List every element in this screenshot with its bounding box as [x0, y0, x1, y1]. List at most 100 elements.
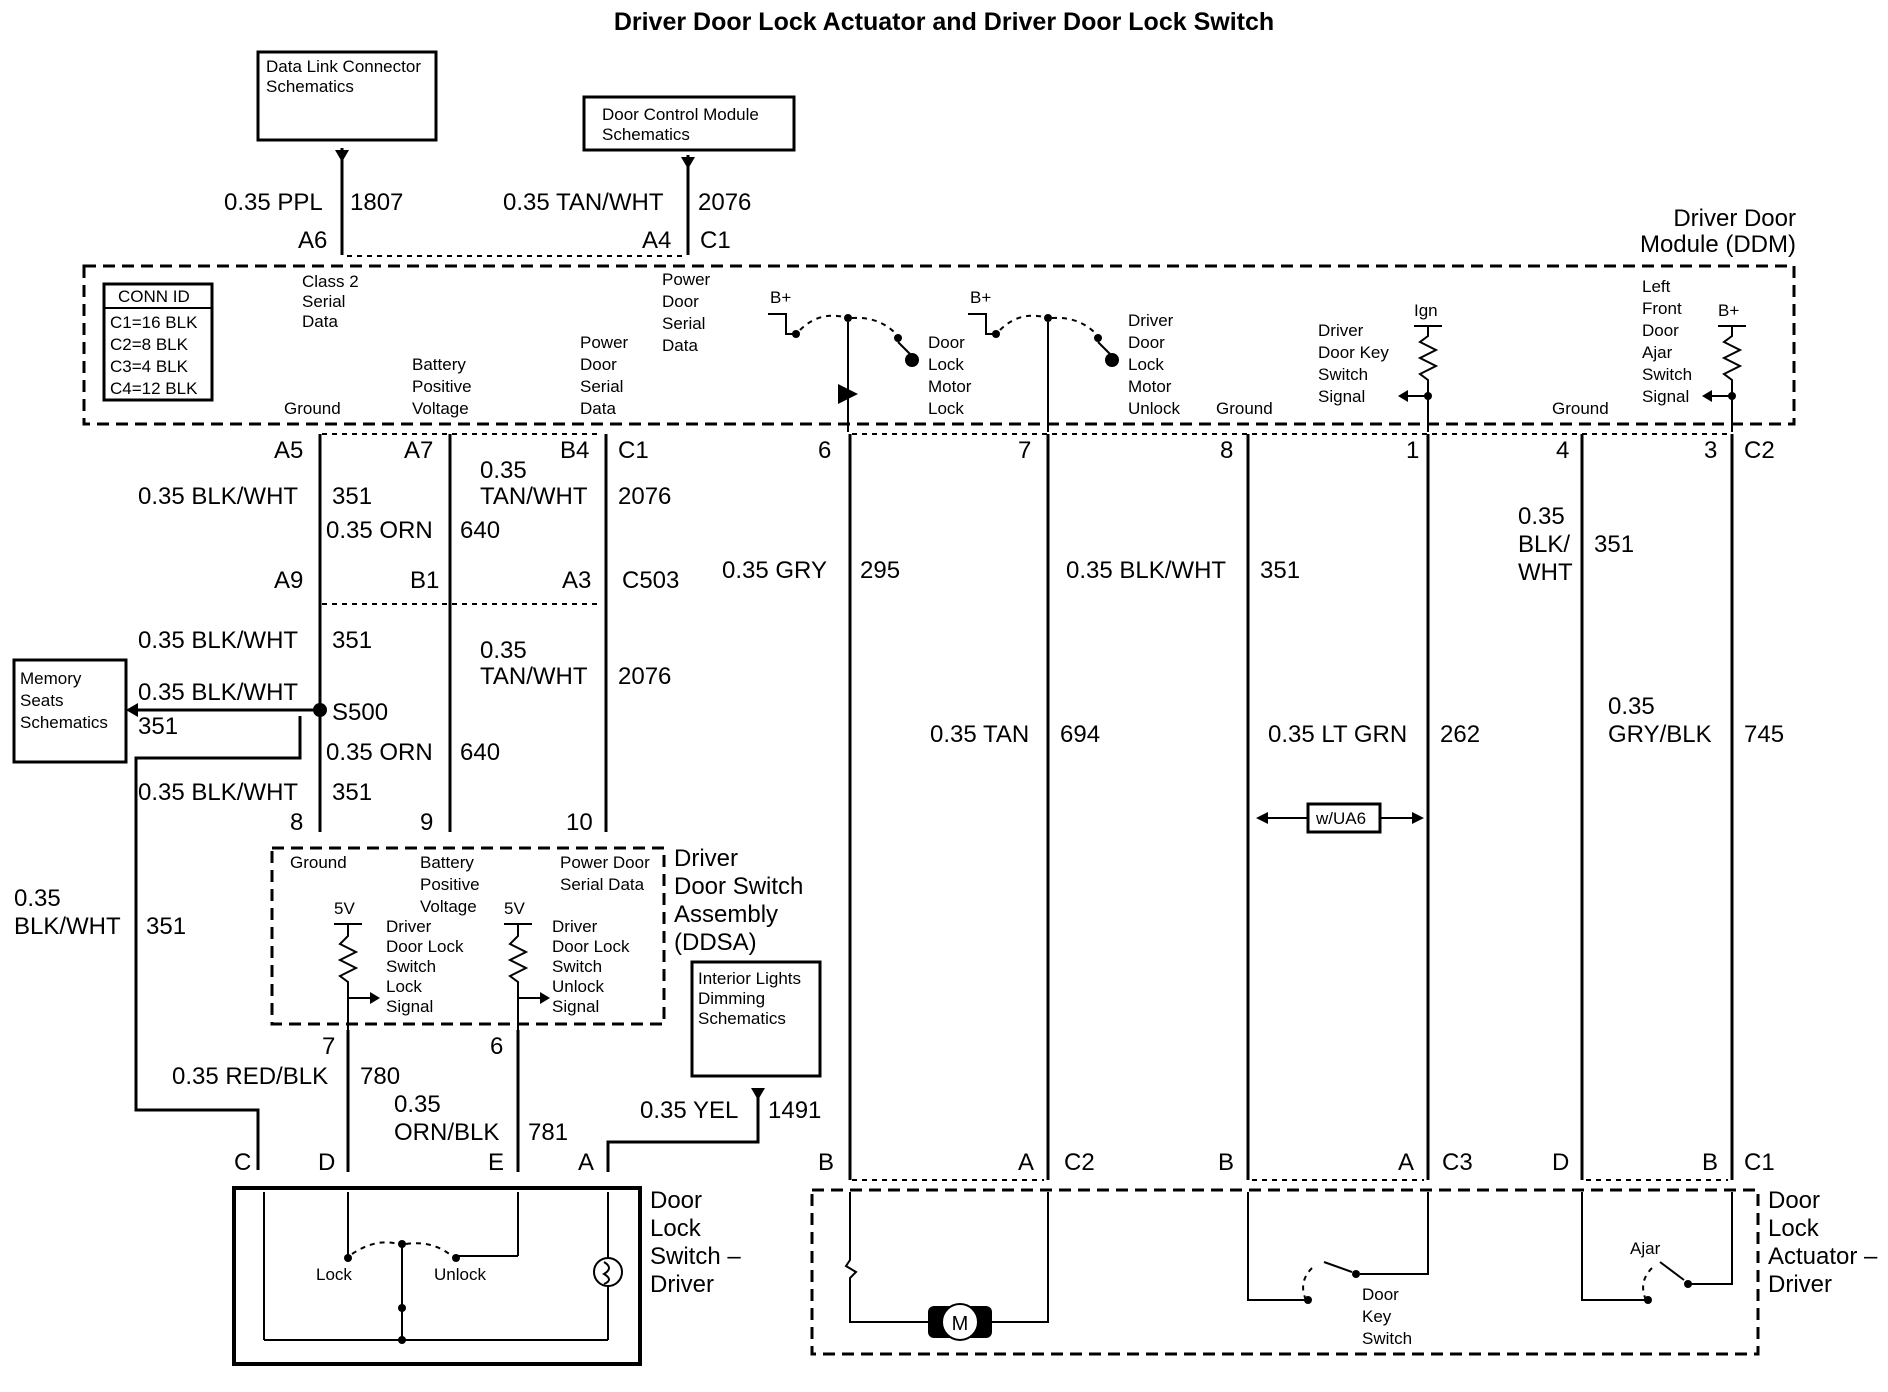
- svg-text:2076: 2076: [618, 483, 671, 510]
- svg-text:0.35 GRY: 0.35 GRY: [722, 557, 827, 584]
- svg-text:351: 351: [332, 779, 372, 806]
- svg-text:5V: 5V: [334, 899, 355, 918]
- svg-text:A4: A4: [642, 227, 671, 254]
- svg-text:0.35 BLK/WHT: 0.35 BLK/WHT: [138, 779, 298, 806]
- svg-text:1807: 1807: [350, 189, 403, 216]
- memory-seats-schematics-box[interactable]: Memory Seats Schematics: [12, 658, 128, 764]
- svg-text:Motor: Motor: [1128, 377, 1172, 396]
- svg-text:B: B: [1218, 1149, 1234, 1176]
- wire-351-to-switch: [134, 716, 302, 1170]
- svg-text:C3=4 BLK: C3=4 BLK: [110, 357, 189, 376]
- ddm-pin-labels: Class 2 Serial Data Power Door Serial Da…: [284, 270, 1739, 418]
- svg-text:6: 6: [490, 1033, 503, 1060]
- svg-text:Motor: Motor: [928, 377, 972, 396]
- svg-text:Driver: Driver: [1128, 311, 1174, 330]
- svg-text:B1: B1: [410, 567, 439, 594]
- dlc-schematics-box[interactable]: Data Link Connector Schematics: [256, 50, 438, 142]
- svg-text:Ground: Ground: [1216, 399, 1273, 418]
- svg-text:Driver: Driver: [650, 1271, 714, 1298]
- svg-text:Battery: Battery: [420, 853, 474, 872]
- dcm-schematics-box[interactable]: Door Control Module Schematics: [582, 95, 796, 152]
- svg-text:Door: Door: [650, 1187, 702, 1214]
- svg-text:Switch: Switch: [386, 957, 436, 976]
- svg-text:Door: Door: [928, 333, 965, 352]
- svg-text:Door Switch: Door Switch: [674, 873, 803, 900]
- svg-text:5V: 5V: [504, 899, 525, 918]
- diagram-title: Driver Door Lock Actuator and Driver Doo…: [614, 8, 1274, 36]
- svg-text:Signal: Signal: [552, 997, 599, 1016]
- svg-text:(DDSA): (DDSA): [674, 929, 757, 956]
- ajar-label: Ajar: [1630, 1239, 1661, 1258]
- svg-text:S500: S500: [332, 699, 388, 726]
- svg-text:A6: A6: [298, 227, 327, 254]
- svg-text:Serial: Serial: [580, 377, 623, 396]
- svg-text:Switch: Switch: [1642, 365, 1692, 384]
- svg-text:GRY/BLK: GRY/BLK: [1608, 721, 1712, 748]
- svg-text:C3: C3: [1442, 1149, 1473, 1176]
- door-key-switch-label: Door Key Switch: [1362, 1285, 1412, 1348]
- svg-text:Door: Door: [1362, 1285, 1399, 1304]
- svg-text:8: 8: [1220, 437, 1233, 464]
- svg-text:Battery: Battery: [412, 355, 466, 374]
- bplus-resistor-icon: [1702, 325, 1746, 432]
- svg-text:Door Control Module: Door Control Module: [602, 105, 759, 124]
- svg-text:Driver: Driver: [552, 917, 598, 936]
- svg-text:Class 2: Class 2: [302, 272, 359, 291]
- svg-text:351: 351: [1594, 531, 1634, 558]
- svg-text:10: 10: [566, 809, 593, 836]
- svg-text:Data: Data: [302, 312, 338, 331]
- svg-text:0.35 TAN/WHT: 0.35 TAN/WHT: [503, 189, 664, 216]
- svg-text:0.35 TAN: 0.35 TAN: [930, 721, 1029, 748]
- svg-text:Signal: Signal: [1318, 387, 1365, 406]
- svg-text:Door: Door: [1642, 321, 1679, 340]
- svg-text:295: 295: [860, 557, 900, 584]
- conn-id-table: CONN ID C1=16 BLK C2=8 BLK C3=4 BLK C4=1…: [102, 282, 214, 402]
- svg-text:9: 9: [420, 809, 433, 836]
- svg-text:Switch –: Switch –: [650, 1243, 741, 1270]
- svg-text:Driver: Driver: [1768, 1271, 1832, 1298]
- interior-lights-schematics-box[interactable]: Interior Lights Dimming Schematics: [690, 960, 822, 1078]
- svg-text:Switch: Switch: [1362, 1329, 1412, 1348]
- svg-text:Unlock: Unlock: [1128, 399, 1180, 418]
- svg-text:Door Lock: Door Lock: [552, 937, 630, 956]
- svg-text:Schematics: Schematics: [602, 125, 690, 144]
- ddsa-title: Driver Door Switch Assembly (DDSA): [674, 845, 803, 956]
- svg-text:C503: C503: [622, 567, 679, 594]
- svg-text:Lock: Lock: [386, 977, 422, 996]
- svg-text:Driver: Driver: [674, 845, 738, 872]
- svg-text:0.35 BLK/WHT: 0.35 BLK/WHT: [138, 679, 298, 706]
- svg-text:Schematics: Schematics: [266, 77, 354, 96]
- ua6-option-tag: [1306, 802, 1382, 834]
- svg-text:Ajar: Ajar: [1642, 343, 1673, 362]
- svg-text:Data Link Connector: Data Link Connector: [266, 57, 421, 76]
- svg-text:A3: A3: [562, 567, 591, 594]
- svg-text:C: C: [234, 1149, 251, 1176]
- svg-text:780: 780: [360, 1063, 400, 1090]
- svg-text:Serial: Serial: [302, 292, 345, 311]
- svg-text:0.35: 0.35: [394, 1091, 441, 1118]
- svg-text:TAN/WHT: TAN/WHT: [480, 483, 588, 510]
- svg-text:B+: B+: [1718, 301, 1739, 320]
- ign-resistor-icon: [1398, 325, 1442, 432]
- svg-text:BLK/: BLK/: [1518, 531, 1570, 558]
- svg-text:CONN ID: CONN ID: [118, 287, 190, 306]
- s500-splice: [313, 703, 327, 717]
- svg-text:Power Door: Power Door: [560, 853, 650, 872]
- svg-text:Positive: Positive: [420, 875, 480, 894]
- lock-relay-icon: [768, 313, 919, 432]
- ddsa-unlock-resistor-icon: [504, 923, 550, 1040]
- svg-text:B: B: [1702, 1149, 1718, 1176]
- svg-text:3: 3: [1704, 437, 1717, 464]
- svg-text:262: 262: [1440, 721, 1480, 748]
- svg-text:D: D: [1552, 1149, 1569, 1176]
- svg-text:Lock: Lock: [1768, 1215, 1820, 1242]
- svg-text:Serial Data: Serial Data: [560, 875, 645, 894]
- svg-text:351: 351: [138, 713, 178, 740]
- svg-text:Memory: Memory: [20, 669, 82, 688]
- svg-text:Door: Door: [1128, 333, 1165, 352]
- svg-text:Driver: Driver: [1318, 321, 1364, 340]
- svg-text:ORN/BLK: ORN/BLK: [394, 1119, 499, 1146]
- svg-text:Unlock: Unlock: [552, 977, 604, 996]
- svg-text:2076: 2076: [618, 663, 671, 690]
- wire-1491: [606, 1090, 760, 1172]
